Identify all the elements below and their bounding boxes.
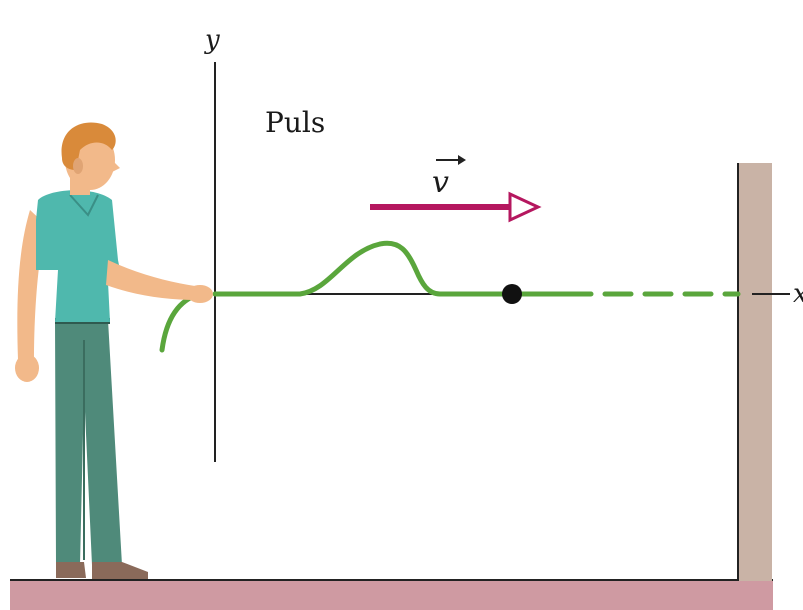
velocity-arrow-icon	[370, 191, 542, 223]
vector-arrow-icon	[436, 155, 466, 165]
velocity-label: v	[432, 165, 449, 200]
wall-icon	[738, 163, 772, 581]
x-axis-label: x	[793, 279, 803, 309]
rope-hanging-end	[159, 291, 203, 353]
floor	[10, 580, 773, 610]
y-axis-label: y	[204, 25, 220, 55]
rope-pulse	[212, 240, 568, 297]
rope	[159, 240, 741, 353]
rope-point-icon	[502, 284, 522, 304]
pulse-label: Puls	[265, 106, 325, 139]
man-holding-rope-icon	[15, 122, 213, 579]
